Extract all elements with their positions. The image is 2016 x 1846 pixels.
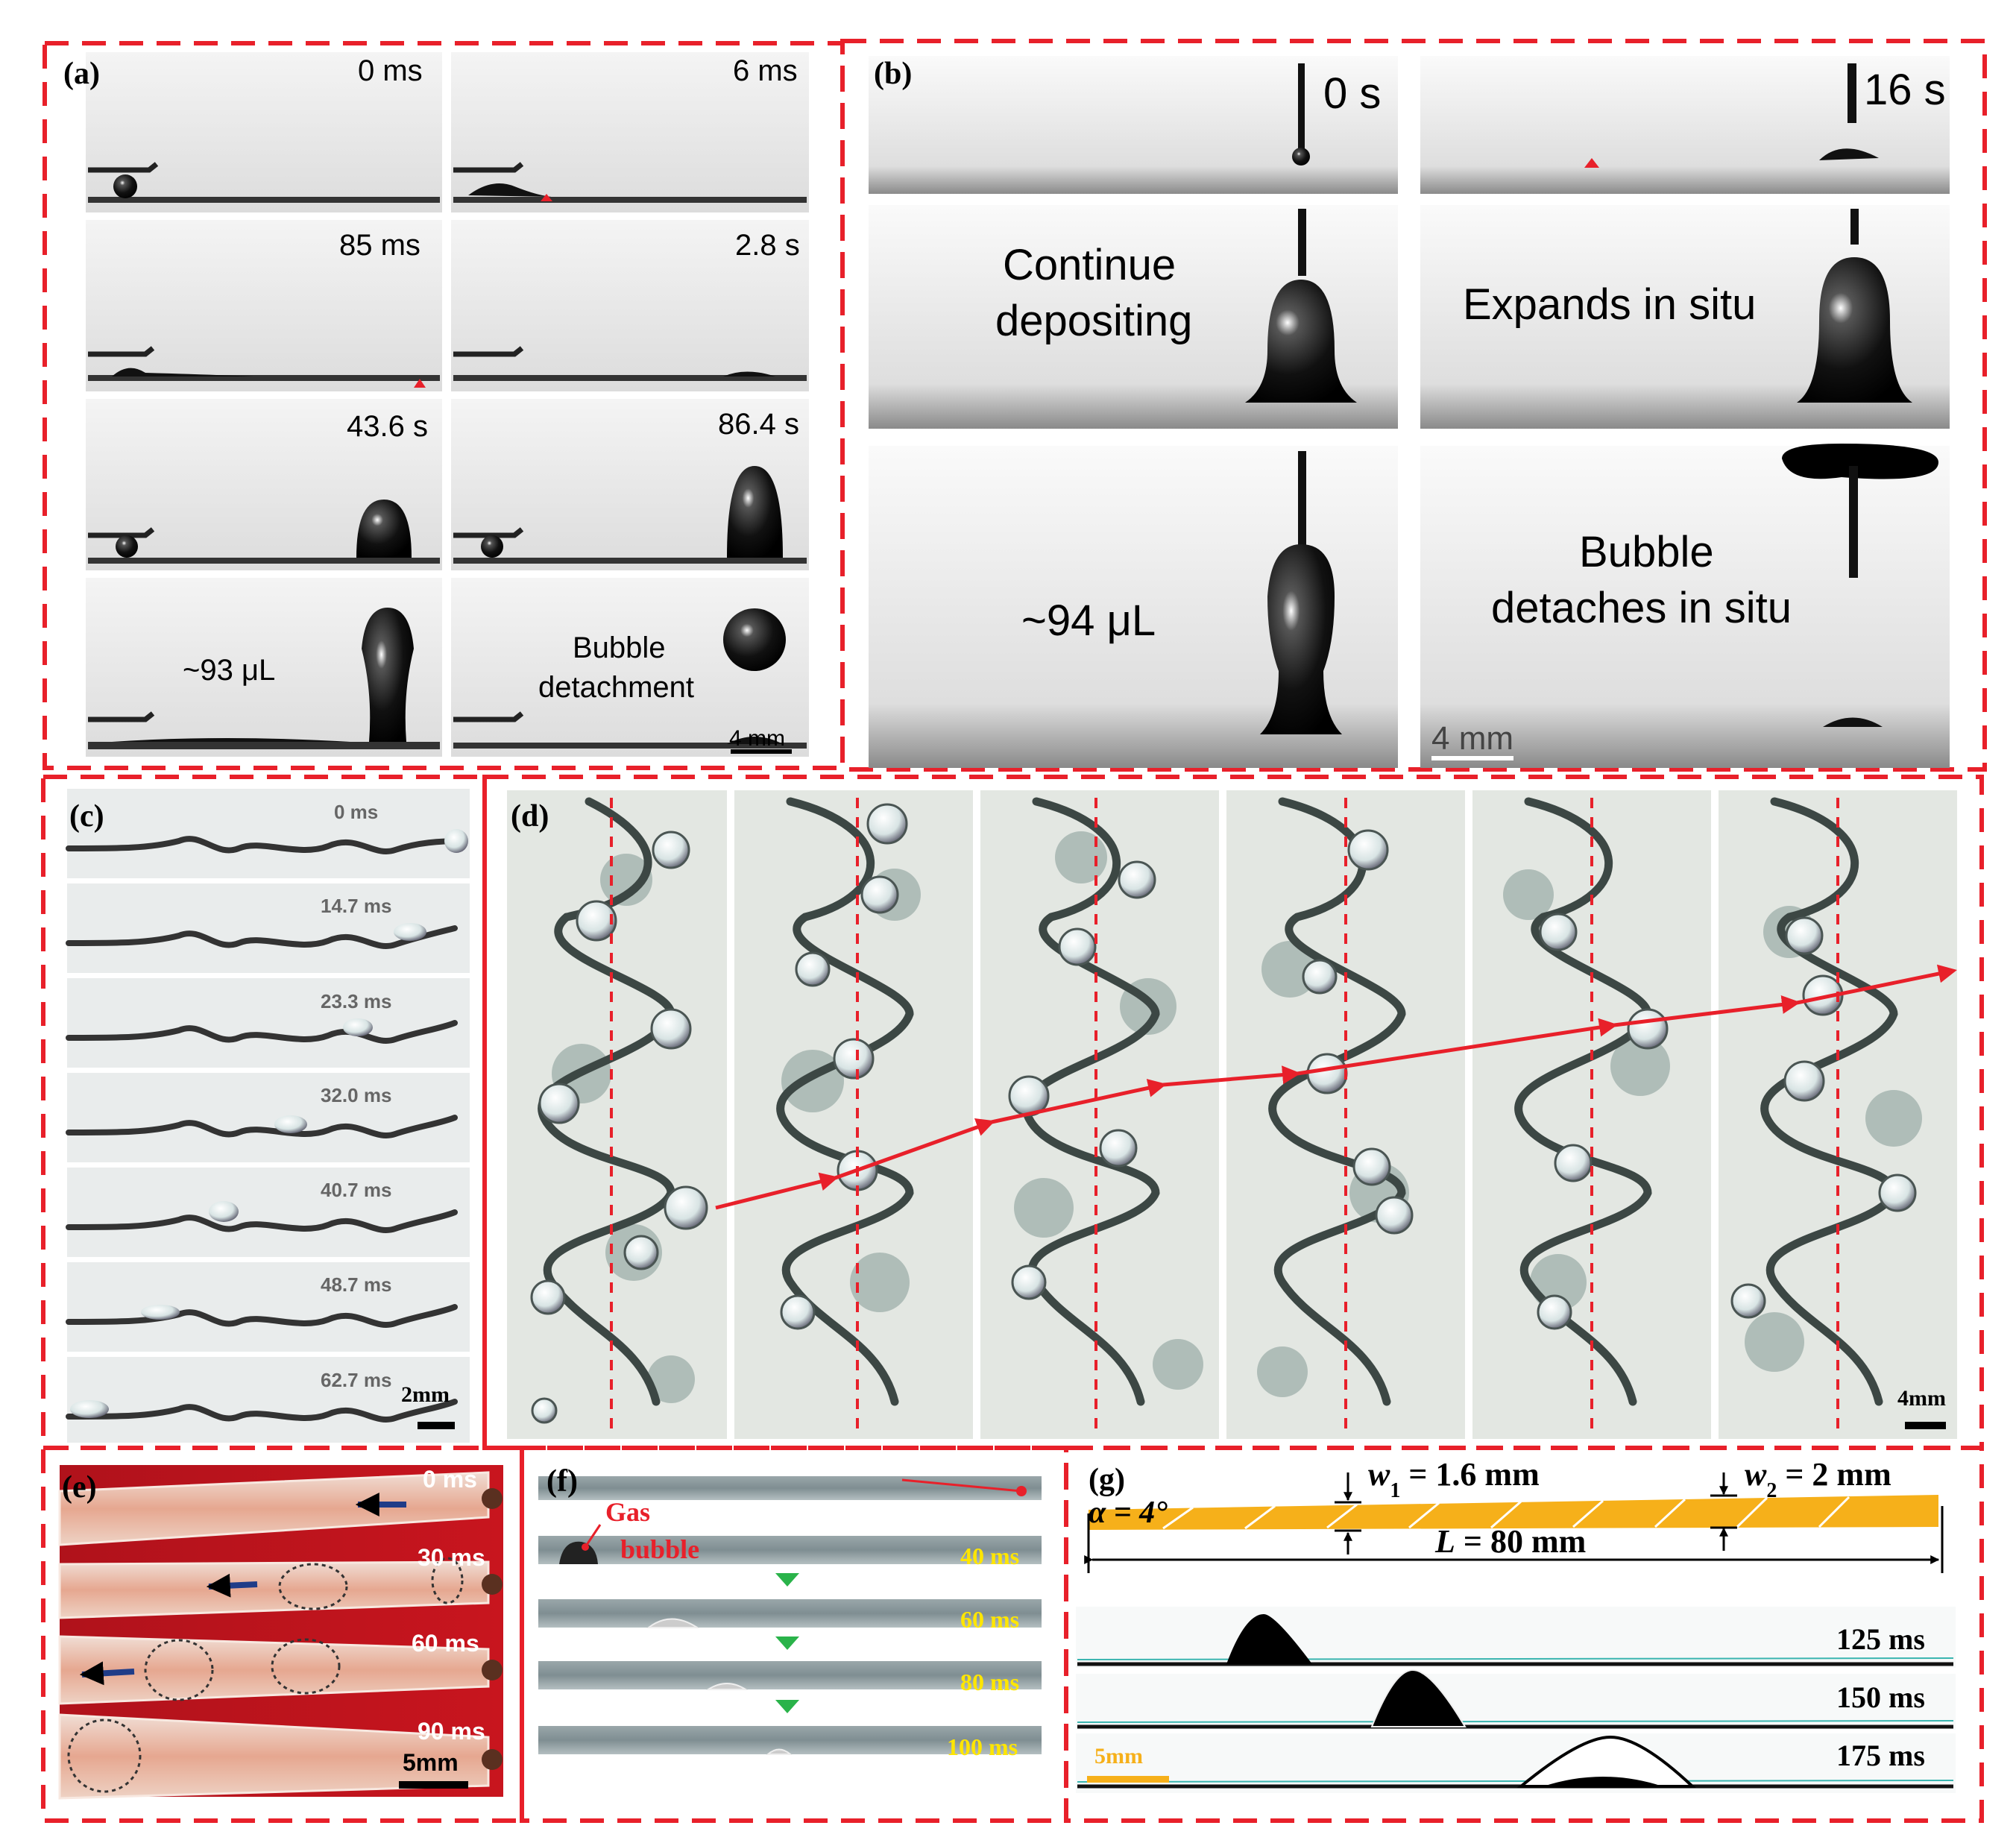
panel-c-time-6: 48.7 ms	[321, 1273, 391, 1296]
panel-f-gas-2: bubble	[620, 1534, 699, 1564]
panel-a: (a) 0 ms 6 ms 85 ms 2.8 s 43.6 s 86.4 s …	[42, 41, 845, 770]
panel-b: (b) 0 s 16 s Continue depositing Expands…	[840, 39, 1987, 772]
panel-f-label: (f)	[546, 1464, 578, 1499]
panel-a-detach-1: Bubble	[573, 631, 666, 664]
panel-a-detach-2: detachment	[538, 671, 694, 704]
panel-e: (e) 0 ms 30 ms 60 ms 90 ms 5mm	[41, 1446, 524, 1823]
panel-f-time-2: 60 ms	[960, 1606, 1019, 1633]
panel-f-gas-1: Gas	[605, 1497, 650, 1527]
panel-c-time-4: 32.0 ms	[321, 1084, 391, 1106]
panel-b-volume: ~94 μL	[1021, 596, 1156, 645]
panel-e-time-3: 60 ms	[412, 1630, 479, 1657]
panel-c-label: (c)	[69, 799, 104, 834]
panel-d-label: (d)	[511, 799, 549, 834]
panel-e-time-2: 30 ms	[418, 1544, 485, 1571]
panel-a-volume: ~93 μL	[183, 654, 275, 687]
panel-a-label: (a)	[63, 57, 100, 91]
panel-f-strips	[538, 1476, 1042, 1755]
panel-e-label: (e)	[62, 1470, 97, 1505]
panel-c-time-1: 0 ms	[334, 801, 378, 823]
panel-c-frames	[66, 789, 470, 1443]
panel-g-scalebar-label: 5mm	[1094, 1744, 1143, 1768]
panel-c: (c) 0 ms 14.7 ms 23.3 ms 32.0 ms 40.7 ms…	[41, 775, 487, 1450]
panel-c-time-2: 14.7 ms	[321, 895, 391, 917]
panel-e-strips	[58, 1471, 503, 1800]
panel-f-time-3: 80 ms	[960, 1669, 1019, 1695]
panel-e-frame	[41, 1446, 524, 1823]
panel-c-time-3: 23.3 ms	[321, 990, 391, 1012]
panel-b-time-2: 16 s	[1864, 66, 1946, 114]
panel-f-scalebar-label: 5mm	[553, 1751, 602, 1776]
panel-b-time-1: 0 s	[1323, 69, 1381, 118]
panel-e-time-4: 90 ms	[418, 1718, 485, 1745]
panel-d: (d) 4mm	[482, 775, 1984, 1450]
panel-g-time-3: 175 ms	[1836, 1739, 1925, 1772]
panel-b-expands: Expands in situ	[1463, 280, 1756, 329]
panel-b-detach-1: Bubble	[1579, 528, 1714, 576]
panel-b-label: (b)	[874, 57, 912, 91]
panel-g-wedge-segments	[1162, 1496, 1850, 1530]
panel-a-time-6: 86.4 s	[718, 408, 799, 441]
panel-g-w2: w2 = 2 mm	[1745, 1456, 1891, 1502]
panel-a-time-2: 6 ms	[733, 54, 798, 87]
panel-g: (g) α = 4° w1 = 1.6 mm w2 = 2 mm L = 80 …	[1064, 1446, 1984, 1823]
panel-f: (f) Gas bubble 40 ms 60 ms 80 ms 100 ms …	[520, 1446, 1068, 1823]
panel-a-time-5: 43.6 s	[347, 410, 428, 443]
panel-a-time-1: 0 ms	[358, 54, 423, 87]
panel-e-scalebar-label: 5mm	[403, 1749, 459, 1776]
panel-a-time-4: 2.8 s	[735, 229, 800, 262]
panel-g-time-2: 150 ms	[1836, 1680, 1925, 1714]
panel-a-frames	[86, 52, 809, 757]
panel-g-frame	[1064, 1446, 1984, 1823]
panel-f-time-4: 100 ms	[947, 1733, 1018, 1760]
panel-g-label: (g)	[1089, 1463, 1125, 1497]
panel-g-w1: w1 = 1.6 mm	[1368, 1456, 1540, 1502]
panel-c-scalebar-label: 2mm	[401, 1382, 450, 1407]
panel-d-frames	[507, 790, 1957, 1439]
panel-c-time-5: 40.7 ms	[321, 1179, 391, 1201]
panel-g-alpha: α = 4°	[1089, 1496, 1168, 1530]
panel-e-time-1: 0 ms	[423, 1466, 477, 1493]
panel-a-scalebar-label: 4 mm	[729, 726, 785, 751]
panel-g-frames	[1076, 1607, 1956, 1793]
panel-g-wedge	[1089, 1495, 1938, 1530]
panel-b-scalebar-label: 4 mm	[1431, 720, 1513, 757]
panel-a-time-3: 85 ms	[339, 229, 420, 262]
panel-g-length: L = 80 mm	[1434, 1523, 1586, 1560]
panel-c-time-7: 62.7 ms	[321, 1369, 391, 1391]
panel-b-frame	[840, 39, 1987, 772]
panel-b-continue-1: Continue	[1003, 241, 1176, 289]
panel-f-time-1: 40 ms	[960, 1543, 1019, 1569]
panel-b-continue-2: depositing	[995, 297, 1192, 345]
panel-d-scalebar-label: 4mm	[1897, 1386, 1946, 1411]
panel-g-time-1: 125 ms	[1836, 1622, 1925, 1656]
panel-b-detach-2: detaches in situ	[1491, 584, 1792, 632]
